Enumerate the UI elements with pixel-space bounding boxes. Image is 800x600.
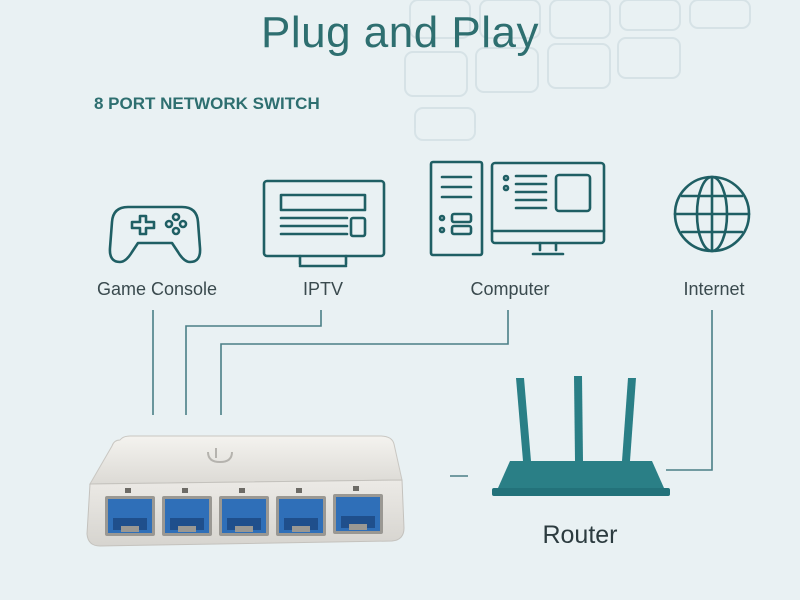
diagram-subtitle: 8 PORT NETWORK SWITCH [94,94,320,113]
device-label-game-console: Game Console [96,279,218,299]
device-label-iptv: IPTV [302,279,343,299]
device-label-router: Router [542,521,618,549]
tv-icon [262,179,386,268]
device-label-computer: Computer [470,279,550,299]
gamepad-icon [108,205,202,264]
device-label-internet: Internet [683,279,745,299]
switch-ports [105,486,383,536]
internet-link [666,310,713,471]
page-title: Plug and Play [260,8,540,57]
switch-port [219,488,269,536]
switch-port [333,486,383,534]
globe-icon [673,175,751,253]
desktop-computer-icon [429,160,606,257]
switch-port [276,488,326,536]
iptv-link [185,310,322,415]
switch-port [162,488,212,536]
switch-port [105,488,155,536]
computer-link [220,310,509,415]
